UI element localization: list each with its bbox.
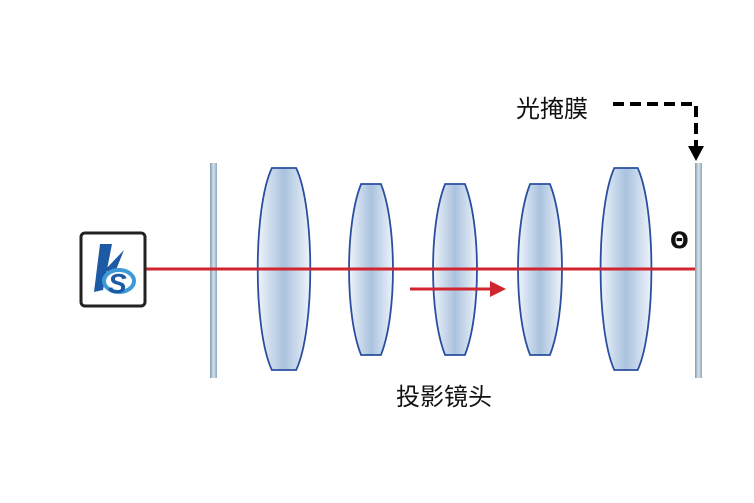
logo: S bbox=[79, 231, 147, 308]
photomask-pointer-arrow bbox=[613, 102, 704, 161]
angle-symbol: Θ bbox=[670, 229, 689, 254]
photomask-label: 光掩膜 bbox=[516, 95, 588, 123]
projection-lens-label: 投影镜头 bbox=[396, 383, 492, 411]
photomask-plate bbox=[695, 163, 702, 378]
direction-arrow bbox=[410, 281, 506, 297]
svg-text:S: S bbox=[108, 268, 127, 299]
